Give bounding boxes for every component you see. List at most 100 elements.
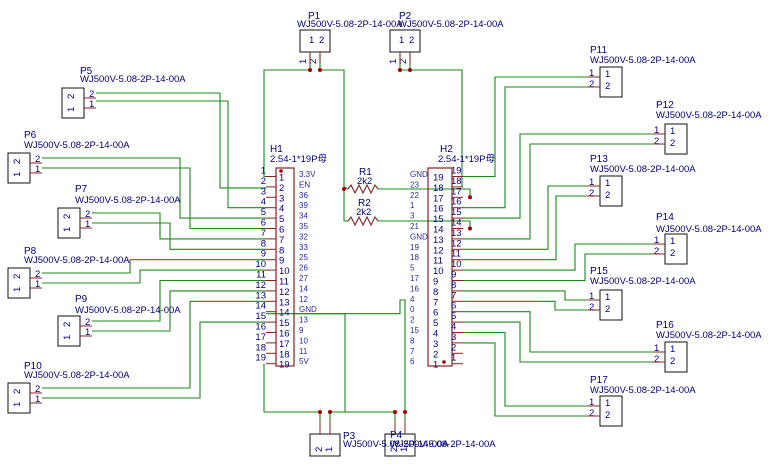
h1-net-label: 12 <box>299 295 308 304</box>
h1-pin-outer-number: 16 <box>255 322 266 333</box>
wire <box>266 313 346 422</box>
connector-pin-2-label: 2 <box>670 248 675 259</box>
connector-pin-1-label: 1 <box>605 398 610 409</box>
h1-pin-outer-number: 6 <box>261 218 266 229</box>
connector-body <box>57 315 81 347</box>
connector-body <box>309 433 341 457</box>
h2-pin-outer-number: 11 <box>451 249 461 260</box>
h1-pin-inner-number: 14 <box>279 308 290 319</box>
resistor-r2[interactable]: R2 2k2 <box>347 198 379 227</box>
connector-pin-1-label: 1 <box>605 292 610 303</box>
h2-net-label: 15 <box>410 326 419 335</box>
wire <box>42 300 266 389</box>
h2-pin-outer-number: 14 <box>451 218 462 229</box>
h1-pin-inner-number: 10 <box>279 266 290 277</box>
h2-pin-outer-number: 17 <box>451 186 462 197</box>
connector-pin-2-label: 2 <box>314 447 325 452</box>
resistor-r1[interactable]: R1 2k2 <box>347 167 379 195</box>
h1-net-label: 26 <box>299 264 308 273</box>
connector-ref: P6 <box>24 130 37 141</box>
connector-pin-2-label: 2 <box>605 190 610 201</box>
connector-ref: P14 <box>656 212 674 223</box>
h2-net-label: 0 <box>410 305 415 314</box>
h2-pin-outer-number: 4 <box>451 322 456 333</box>
header-h2[interactable]: H2 2.54-1*19P母 1919181817171616151514141… <box>410 144 495 371</box>
h2-net-label: 23 <box>410 180 419 189</box>
connector-pin-1-number: 1 <box>654 343 659 354</box>
header-h2-value: 2.54-1*19P母 <box>438 154 495 165</box>
connector-pin-2-number: 2 <box>589 302 594 313</box>
connector-ref: P16 <box>656 320 674 331</box>
connector-pin-2-number: 2 <box>85 317 90 328</box>
h1-pin-outer-number: 14 <box>255 301 266 312</box>
connector-pin-2-label: 2 <box>12 159 23 164</box>
connector-value: WJ500V-5.08-2P-14-00A <box>80 74 186 85</box>
connector-pin-1-number: 1 <box>654 235 659 246</box>
connector-pin-1-label: 1 <box>309 35 314 46</box>
h2-net-label: 5 <box>410 264 415 273</box>
header-h1-pins: 1122334455667788991010111112121313141415… <box>255 166 289 371</box>
wire <box>463 195 588 261</box>
junction-dot <box>468 195 472 200</box>
connector-ref: P3 <box>343 431 356 442</box>
connector-pin-2-label: 2 <box>605 81 610 92</box>
connector-ref: P4 <box>390 430 403 441</box>
resistor-r1-symbol <box>347 183 379 195</box>
resistor-r1-value: 2k2 <box>357 176 372 187</box>
h1-pin-inner-number: 3 <box>279 193 284 204</box>
h2-net-label: 17 <box>410 274 419 283</box>
connector-pin-2-label: 2 <box>66 94 77 99</box>
connector-pin-2-label: 2 <box>12 274 23 279</box>
connector-value: WJ500V-5.08-2P-14-00A <box>343 439 449 450</box>
wire <box>463 300 588 311</box>
connector-pin-2-number: 2 <box>589 79 594 90</box>
h2-net-label: GND <box>410 170 428 179</box>
connector-body <box>384 433 416 457</box>
h2-pin-inner-number: 2 <box>433 349 438 360</box>
connector-pin-2-number: 2 <box>589 188 594 199</box>
h2-pin-inner-number: 9 <box>433 277 438 288</box>
connector-pin-2-number: 2 <box>654 246 659 257</box>
connector-pin-1-number: 1 <box>35 279 40 290</box>
connector-value: WJ500V-5.08-2P-14-00A <box>656 330 762 341</box>
connector-pin-2-label: 2 <box>319 35 324 46</box>
h1-pin-outer-number: 15 <box>255 311 266 322</box>
h2-net-label: 21 <box>410 222 419 231</box>
wire <box>42 157 266 219</box>
h2-pin-inner-number: 7 <box>433 297 438 308</box>
h1-net-label: 14 <box>299 284 308 293</box>
h1-pin-outer-number: 4 <box>261 197 266 208</box>
connector-value: WJ500V-5.08-2P-14-00A <box>75 195 181 206</box>
connector-ref: P8 <box>24 246 37 257</box>
h1-net-label: 35 <box>299 222 308 231</box>
resistor-r2-value: 2k2 <box>356 207 371 218</box>
h2-pin-outer-number: 16 <box>451 197 462 208</box>
connector-pin-1-label: 1 <box>12 402 23 407</box>
header-h1[interactable]: H1 2.54-1*19P母 1122334455667788991010111… <box>255 144 327 371</box>
connector-pin-1-number: 1 <box>85 327 90 338</box>
connector-pin-1-label: 1 <box>399 35 404 46</box>
h2-pin-inner-number: 8 <box>433 287 438 298</box>
h1-pin-outer-number: 17 <box>255 332 266 343</box>
connector-value: WJ500V-5.08-2P-14-00A <box>297 19 403 30</box>
connector-pin-1-label: 1 <box>399 447 410 452</box>
